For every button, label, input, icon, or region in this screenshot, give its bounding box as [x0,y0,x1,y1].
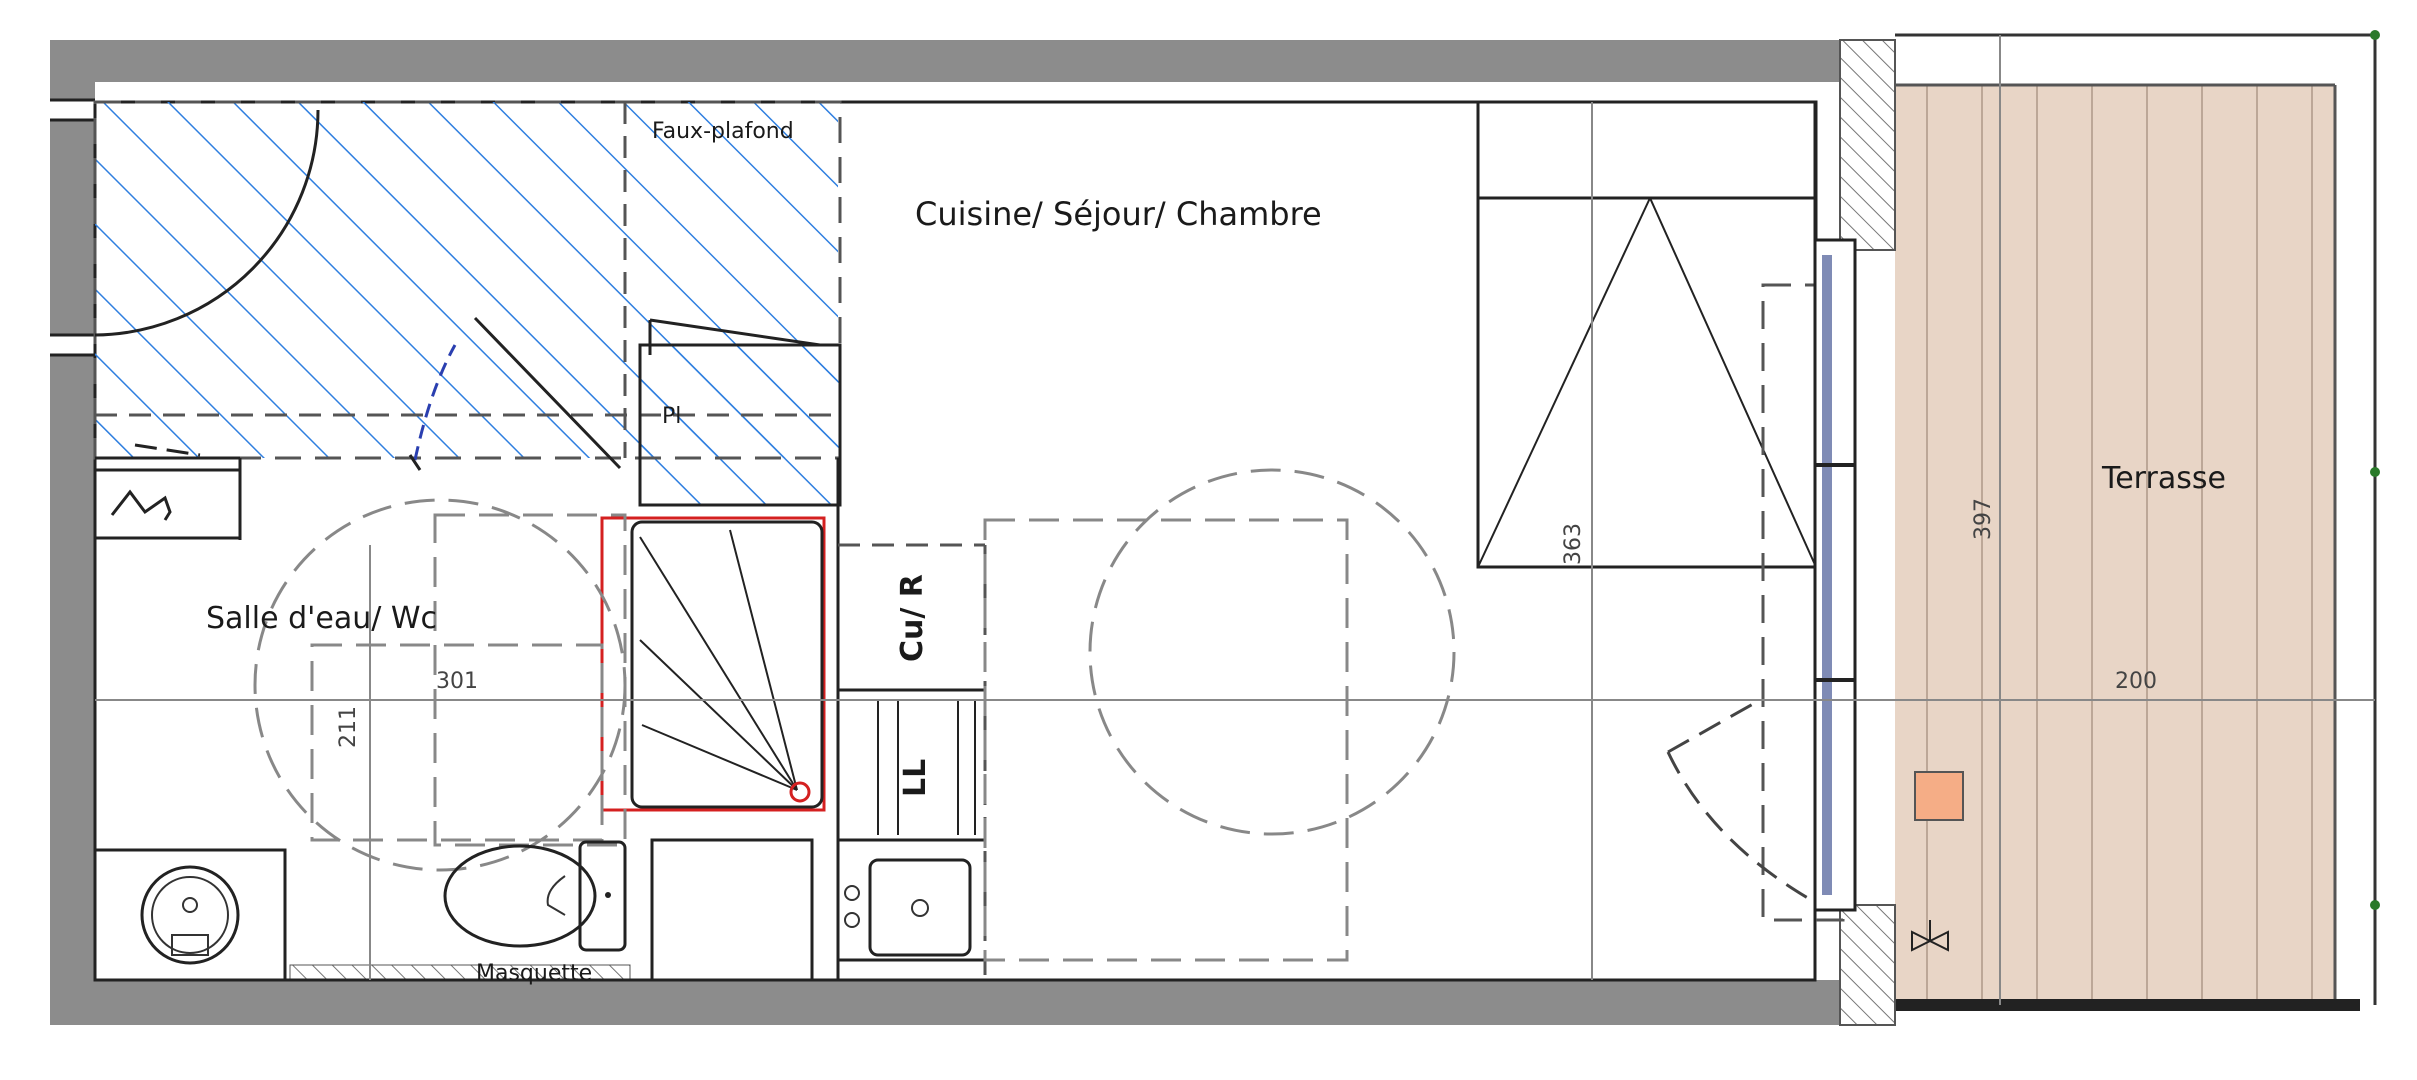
walls [50,39,1896,1026]
bed [1476,100,1818,569]
label-faux-plafond: Faux-plafond [652,119,794,144]
false-ceiling-hatch [93,100,842,505]
dim-363: 363 [1561,523,1586,565]
dimension-lines [95,35,2375,1005]
terrace-deck [1895,30,2380,1011]
kitchen-counter [836,458,987,980]
turning-circle [253,498,627,872]
label-masquette: Masquette [476,961,592,986]
bathroom-door [94,109,622,471]
fridge-cupboard [650,838,814,982]
dim-200: 200 [2115,669,2157,694]
terrace-fixture [1914,771,1964,821]
terrace-door [1666,238,1857,922]
dim-211: 211 [336,706,361,748]
label-terrasse: Terrasse [2101,461,2226,496]
dim-397: 397 [1971,498,1996,540]
label-ll: LL [898,759,933,797]
label-salle-eau: Salle d'eau/ Wc [206,601,437,636]
label-cu-r: Cu/ R [895,574,930,662]
shower [600,516,826,812]
electric-panel-icon [93,456,242,540]
dim-301: 301 [436,669,478,694]
dining-zone [983,468,1456,962]
label-cuisine-sejour-chambre: Cuisine/ Séjour/ Chambre [915,195,1322,233]
toilet-icon [443,840,627,952]
washbasin-icon [93,848,287,982]
closet [638,318,842,507]
water-valve-icon [1911,920,1949,952]
label-placard: Pl [662,404,681,429]
